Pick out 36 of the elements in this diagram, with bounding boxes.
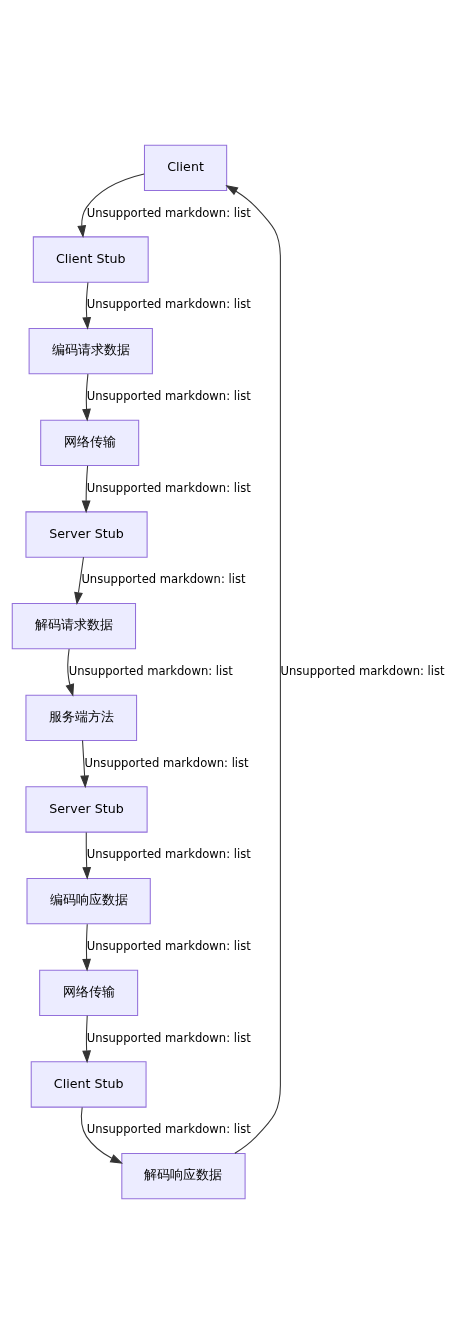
arrow (80, 740, 89, 789)
edge-label: Unsupported markdown: list (86, 938, 251, 953)
node-box: Server Stub (25, 511, 148, 558)
node-box: 网络传输 (40, 419, 140, 467)
edge-label: Unsupported markdown: list (86, 1030, 251, 1045)
node-box: Client (143, 144, 228, 192)
arrow (225, 184, 281, 1154)
node-box: Client Stub (30, 1061, 147, 1108)
edge-label: Unsupported markdown: list (86, 297, 251, 312)
arrow (81, 465, 91, 514)
node-box: Server Stub (25, 786, 148, 833)
edge-label: Unsupported markdown: list (84, 755, 249, 770)
node-box: 编码请求数据 (28, 328, 153, 375)
node-box: 解码响应数据 (121, 1152, 246, 1200)
edge-label: Unsupported markdown: list (68, 663, 233, 678)
node-box: 服务端方法 (25, 694, 138, 741)
edge-label: Unsupported markdown: list (81, 572, 246, 587)
arrow (65, 648, 75, 697)
node-box: 网络传输 (39, 969, 139, 1016)
node-box: Client Stub (32, 236, 149, 283)
arrow (82, 282, 92, 330)
arrow (82, 831, 92, 880)
arrow (82, 1015, 92, 1064)
edge-label: Unsupported markdown: list (86, 480, 251, 495)
edge-label: Unsupported markdown: list (280, 663, 445, 678)
edge-label: Unsupported markdown: list (86, 847, 251, 862)
arrow (77, 173, 145, 239)
node-box: 编码响应数据 (26, 877, 151, 925)
arrow (74, 556, 84, 605)
arrow (80, 1107, 123, 1164)
arrow (82, 923, 92, 972)
node-box: 解码请求数据 (11, 603, 137, 650)
edge-label: Unsupported markdown: list (86, 1122, 251, 1137)
edge-label: Unsupported markdown: list (86, 388, 251, 403)
arrow (82, 373, 91, 422)
edge-label: Unsupported markdown: list (86, 205, 251, 220)
